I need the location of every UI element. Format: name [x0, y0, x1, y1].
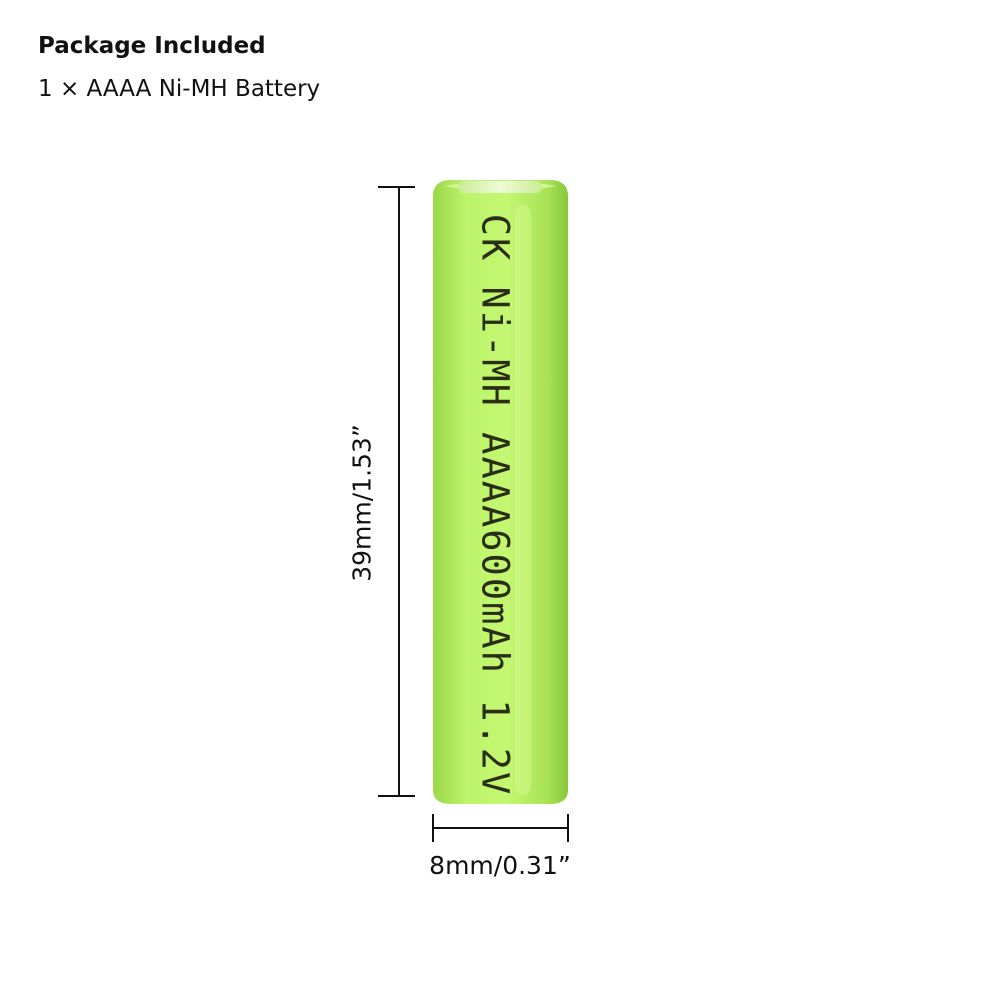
battery-highlight: [515, 205, 531, 795]
battery-label: CK Ni-MH AAAA600mAh 1.2V: [473, 213, 517, 797]
battery-terminal-cap: [458, 181, 542, 193]
package-title: Package Included: [38, 33, 266, 59]
width-label: 8mm/0.31”: [429, 851, 571, 880]
package-item: 1 × AAAA Ni-MH Battery: [38, 76, 321, 102]
width-dimension-line: [432, 814, 569, 842]
height-label: 39mm/1.53”: [347, 424, 377, 582]
battery: [433, 180, 568, 804]
height-dimension-line: [378, 186, 415, 797]
battery-body: [433, 180, 568, 804]
